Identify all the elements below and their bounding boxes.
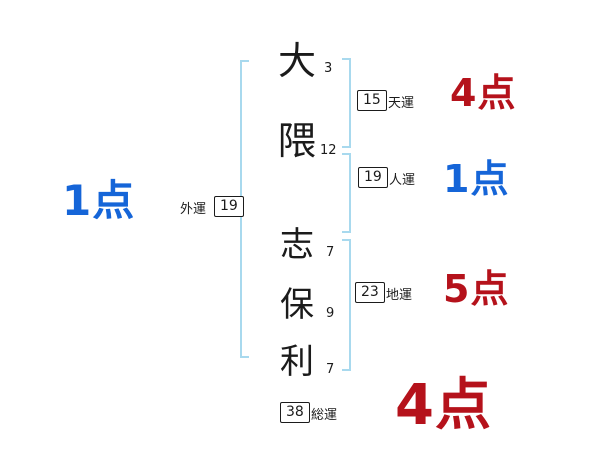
stroke-count-5: 7 bbox=[326, 362, 335, 377]
name-char-4: 保 bbox=[280, 285, 314, 325]
name-char-3: 志 bbox=[280, 225, 314, 265]
chiun-score: 5点 bbox=[443, 267, 510, 311]
souun-label: 総運 bbox=[311, 408, 338, 423]
souun-value-box: 38 bbox=[280, 402, 310, 424]
tenun-score: 4点 bbox=[450, 71, 517, 115]
stroke-count-3: 7 bbox=[326, 245, 335, 260]
gaiun-score: 1点 bbox=[62, 176, 136, 225]
gaiun-label: 外運 bbox=[180, 202, 207, 217]
name-char-1: 大 bbox=[278, 39, 317, 83]
jinun-bracket bbox=[342, 153, 351, 233]
stroke-count-4: 9 bbox=[326, 306, 335, 321]
stroke-count-1: 3 bbox=[324, 61, 333, 76]
jinun-value-box: 19 bbox=[358, 167, 388, 189]
souun-score: 4点 bbox=[395, 373, 492, 438]
chiun-label: 地運 bbox=[386, 288, 413, 303]
tenun-label: 天運 bbox=[388, 96, 415, 111]
name-char-2: 隈 bbox=[278, 119, 317, 163]
jinun-score: 1点 bbox=[443, 157, 510, 201]
chiun-bracket bbox=[342, 239, 351, 371]
tenun-value-box: 15 bbox=[357, 90, 387, 112]
jinun-label: 人運 bbox=[389, 173, 416, 188]
chiun-value-box: 23 bbox=[355, 282, 385, 304]
gaiun-value-box: 19 bbox=[214, 196, 244, 218]
tenun-bracket bbox=[342, 58, 351, 148]
stroke-count-2: 12 bbox=[320, 143, 337, 158]
name-char-5: 利 bbox=[280, 342, 314, 382]
